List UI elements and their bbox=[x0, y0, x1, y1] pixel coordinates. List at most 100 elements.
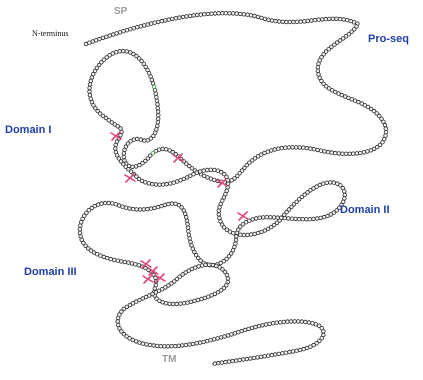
residue-bead bbox=[127, 261, 131, 265]
residue-bead bbox=[345, 18, 349, 22]
sp-label: SP bbox=[114, 6, 127, 17]
residue-bead bbox=[298, 146, 302, 150]
residue-bead bbox=[132, 138, 136, 142]
residue-bead bbox=[294, 217, 298, 221]
residue-bead bbox=[265, 215, 269, 219]
residue-bead bbox=[207, 263, 211, 267]
residue-bead bbox=[206, 12, 210, 16]
residue-bead bbox=[217, 361, 221, 365]
residue-bead bbox=[144, 181, 148, 185]
residue-bead bbox=[114, 202, 118, 206]
residue-bead bbox=[319, 216, 323, 220]
residue-bead bbox=[384, 127, 388, 131]
residue-bead bbox=[79, 220, 83, 224]
residue-bead bbox=[312, 217, 316, 221]
residue-bead bbox=[210, 12, 214, 16]
tm-label: TM bbox=[162, 354, 176, 365]
residue-bead bbox=[156, 106, 160, 110]
residue-bead bbox=[88, 83, 92, 87]
residue-bead bbox=[257, 324, 261, 328]
residue-bead bbox=[213, 362, 217, 366]
residue-bead bbox=[348, 152, 352, 156]
residue-bead bbox=[322, 330, 326, 334]
residue-bead bbox=[153, 287, 157, 291]
residue-bead bbox=[325, 181, 329, 185]
residue-bead bbox=[139, 138, 143, 142]
residue-bead bbox=[342, 18, 346, 22]
residue-bead bbox=[281, 20, 285, 24]
residue-bead bbox=[167, 18, 171, 22]
residue-bead bbox=[279, 216, 283, 220]
residue-bead bbox=[304, 320, 308, 324]
residue-bead bbox=[226, 277, 230, 281]
residue-bead bbox=[179, 302, 183, 306]
residue-bead bbox=[164, 19, 168, 23]
residue-bead bbox=[165, 182, 169, 186]
residue-bead bbox=[285, 20, 289, 24]
residue-bead bbox=[254, 217, 258, 221]
residue-bead bbox=[170, 344, 174, 348]
residue-bead bbox=[156, 110, 160, 114]
residue-bead bbox=[193, 299, 197, 303]
residue-bead bbox=[246, 233, 250, 237]
residue-bead bbox=[288, 350, 292, 354]
residue-bead bbox=[287, 146, 291, 150]
residue-bead bbox=[228, 12, 232, 16]
residue-bead bbox=[147, 182, 151, 186]
residue-bead bbox=[242, 233, 246, 237]
domain-1-label: Domain I bbox=[5, 124, 51, 136]
pro-seq-label: Pro-seq bbox=[368, 33, 409, 45]
residue-bead bbox=[138, 208, 142, 212]
residue-bead bbox=[310, 19, 314, 23]
residue-bead bbox=[280, 146, 284, 150]
residue-bead bbox=[146, 23, 150, 27]
residue-bead bbox=[259, 355, 263, 359]
residue-bead bbox=[78, 228, 82, 232]
residue-bead bbox=[187, 230, 191, 234]
residue-bead bbox=[321, 182, 325, 186]
residue-bead bbox=[131, 207, 135, 211]
residue-bead bbox=[249, 14, 253, 18]
residue-bead bbox=[337, 152, 341, 156]
residue-bead bbox=[88, 86, 92, 90]
residue-bead bbox=[171, 17, 175, 21]
residue-bead bbox=[297, 217, 301, 221]
domain-3-label: Domain III bbox=[24, 266, 77, 278]
residue-bead bbox=[168, 182, 172, 186]
residue-bead bbox=[198, 170, 202, 174]
residue-bead bbox=[186, 301, 190, 305]
residue-bead bbox=[131, 165, 135, 169]
residue-bead bbox=[224, 360, 228, 364]
residue-bead bbox=[226, 280, 230, 284]
residue-bead bbox=[273, 148, 277, 152]
residue-bead bbox=[256, 15, 260, 19]
residue-bead bbox=[242, 13, 246, 17]
residue-bead bbox=[158, 183, 162, 187]
residue-bead bbox=[282, 320, 286, 324]
residue-bead bbox=[338, 17, 342, 21]
residue-bead bbox=[234, 359, 238, 363]
residue-bead bbox=[308, 217, 312, 221]
residue-bead bbox=[103, 201, 107, 205]
residue-bead bbox=[322, 215, 326, 219]
residue-bead bbox=[366, 150, 370, 154]
residue-bead bbox=[274, 19, 278, 23]
residue-bead bbox=[128, 207, 132, 211]
residue-bead bbox=[277, 20, 281, 24]
residue-bead bbox=[243, 328, 247, 332]
residue-bead bbox=[267, 18, 271, 22]
residue-bead bbox=[88, 93, 92, 97]
residue-bead bbox=[245, 357, 249, 361]
residue-bead bbox=[166, 345, 170, 349]
residue-bead bbox=[239, 233, 243, 237]
residue-bead bbox=[307, 321, 311, 325]
residue-bead bbox=[155, 128, 159, 132]
residue-bead bbox=[173, 344, 177, 348]
residue-bead bbox=[317, 18, 321, 22]
residue-bead bbox=[181, 15, 185, 19]
residue-bead bbox=[151, 182, 155, 186]
disulfide-bond bbox=[238, 212, 248, 220]
residue-bead bbox=[235, 231, 239, 235]
residue-bead bbox=[182, 301, 186, 305]
residue-bead bbox=[266, 354, 270, 358]
